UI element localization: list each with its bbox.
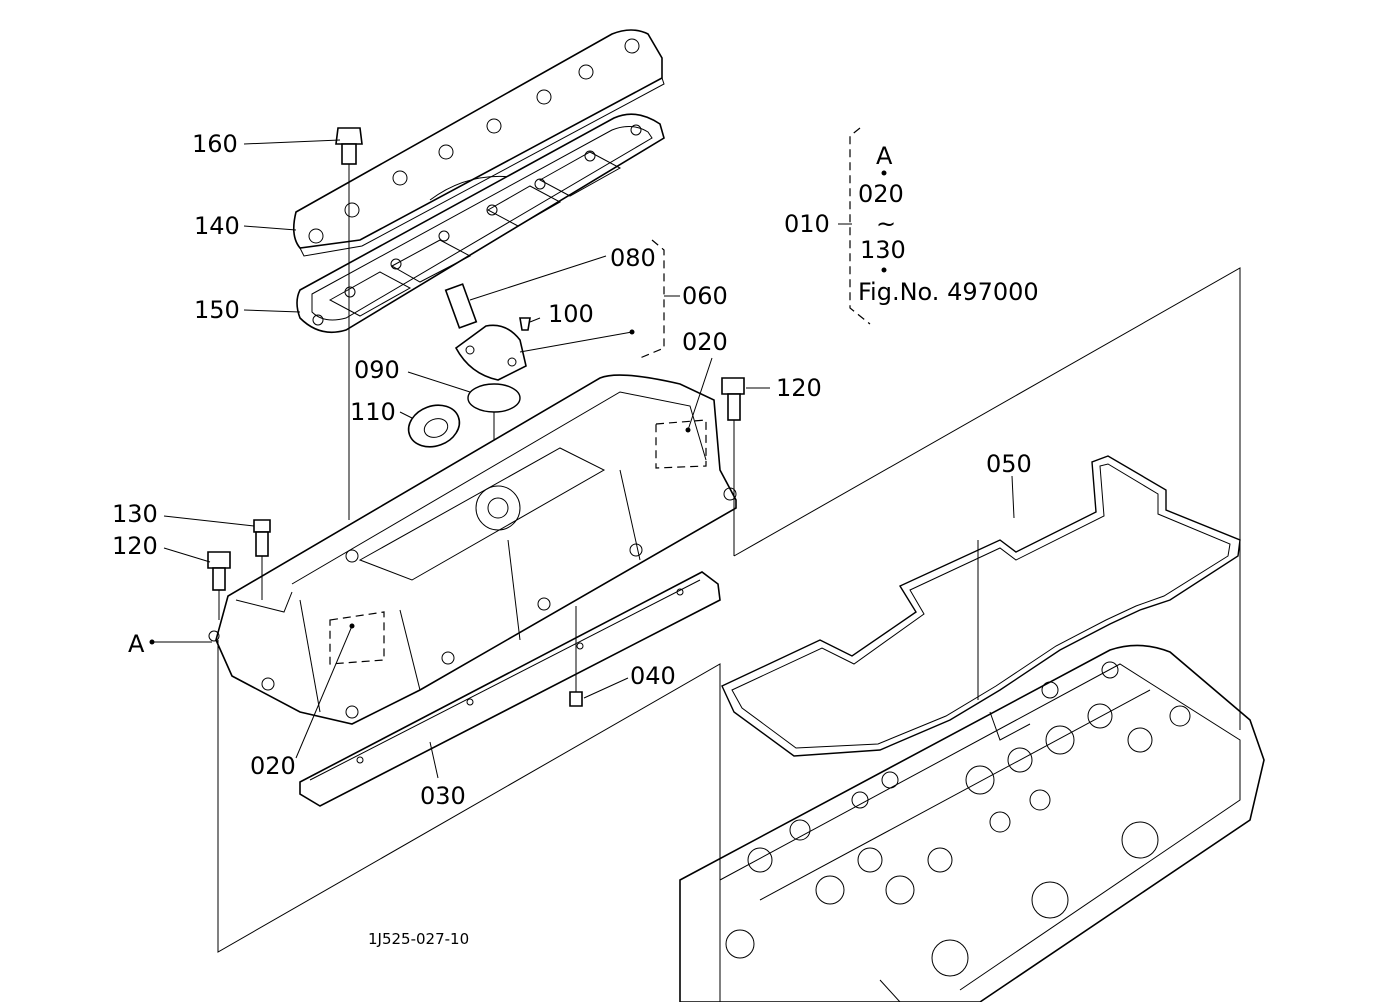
reference-fig-no: Fig.No. 497000 — [858, 278, 1039, 306]
callout-020-bottom: 020 — [250, 752, 296, 780]
callout-120-right: 120 — [776, 374, 822, 402]
reference-bracket-010 — [838, 127, 887, 325]
drawing-number: 1J525-027-10 — [368, 930, 469, 948]
callout-080: 080 — [610, 244, 656, 272]
top-plate-140 — [292, 29, 665, 257]
callout-030: 030 — [420, 782, 466, 810]
breather-assembly — [407, 283, 531, 500]
bolt-160 — [335, 127, 363, 520]
reference-block: A 020 ~ 130 Fig.No. 497000 — [858, 142, 1039, 306]
callout-150: 150 — [194, 296, 240, 324]
bolt-120-right — [721, 377, 745, 556]
callout-160: 160 — [192, 130, 238, 158]
assembly-guide-lines — [217, 267, 1241, 1002]
reference-line-tilde: ~ — [876, 210, 896, 238]
bracket-060 — [639, 239, 680, 359]
callout-060: 060 — [682, 282, 728, 310]
gasket-150 — [296, 113, 665, 334]
under-plate-030 — [299, 571, 721, 807]
bolt-130 — [253, 519, 271, 600]
callout-010: 010 — [784, 210, 830, 238]
callout-020-top: 020 — [682, 328, 728, 356]
bolt-120-left — [207, 551, 231, 620]
head-gasket-050 — [721, 455, 1241, 757]
callout-090: 090 — [354, 356, 400, 384]
bolt-040 — [569, 606, 583, 707]
callout-100: 100 — [548, 300, 594, 328]
reference-line-020: 020 — [858, 180, 904, 208]
callout-labels: 160 140 150 080 060 100 020 090 110 120 … — [112, 130, 1032, 810]
callout-050: 050 — [986, 450, 1032, 478]
reference-line-a: A — [876, 142, 893, 170]
callout-a: A — [128, 630, 145, 658]
callout-140: 140 — [194, 212, 240, 240]
callout-120-left: 120 — [112, 532, 158, 560]
callout-110: 110 — [350, 398, 396, 426]
reference-line-130: 130 — [860, 236, 906, 264]
callout-040: 040 — [630, 662, 676, 690]
valve-cover-020 — [208, 374, 737, 725]
cylinder-head — [679, 644, 1265, 1002]
callout-130: 130 — [112, 500, 158, 528]
leader-lines — [149, 139, 1015, 779]
